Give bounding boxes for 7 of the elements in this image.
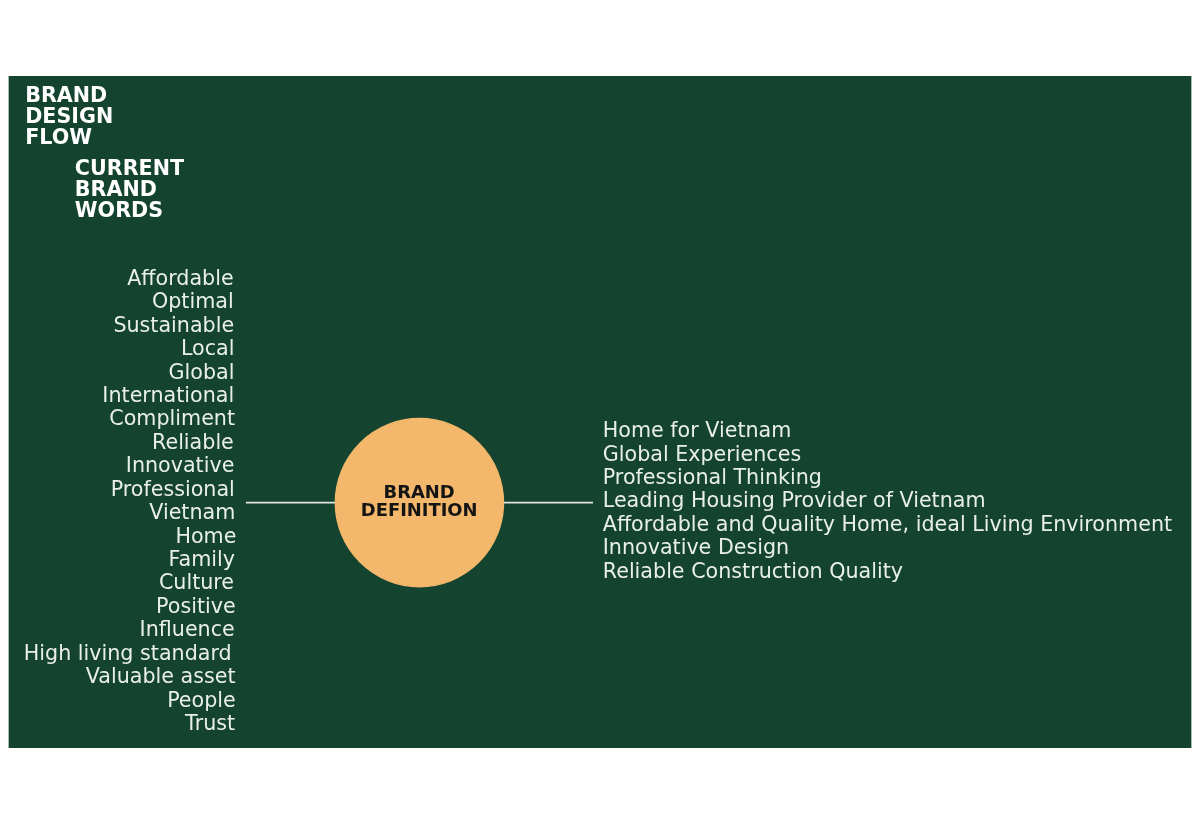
diagram-title: BRAND DESIGN FLOW — [25, 82, 114, 149]
node-circle: BRAND DEFINITION — [334, 417, 505, 587]
node-text: Home for Vietnam Global Experiences Professional Thinking Leading Housing Provider of Vietnam Affordable and Quality Home, ideal Living Environment Innovative Design Reliable Construction Quality — [602, 417, 1173, 583]
connector — [502, 501, 594, 504]
connector — [244, 501, 336, 504]
label: CURRENT BRAND WORDS — [74, 155, 185, 222]
node-text: Affordable Optimal Sustainable Local Global International Compliment Reliable Innovative Professional Vietnam Home Family Culture Positive Influence High living standard Valuable asset People Trust — [23, 265, 237, 735]
